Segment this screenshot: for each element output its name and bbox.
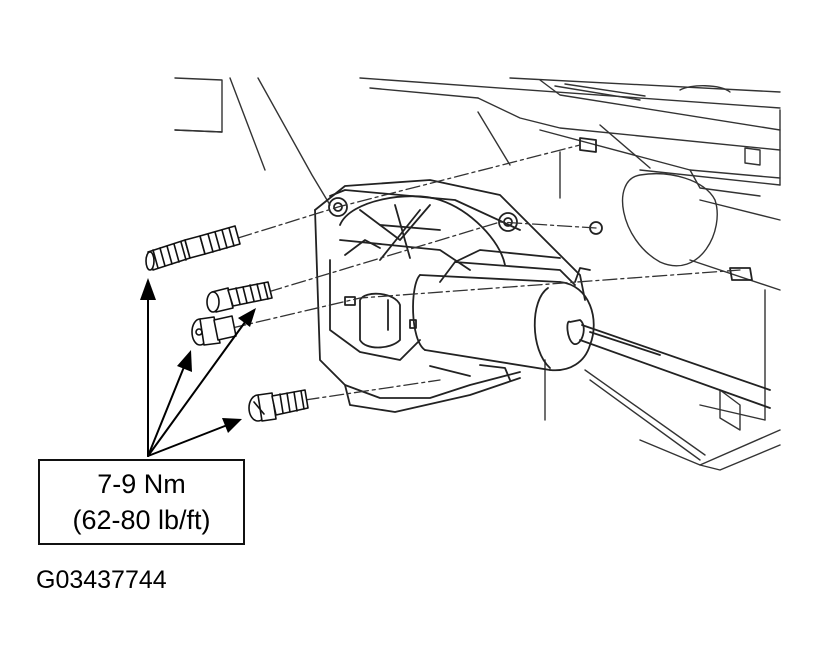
figure-id: G03437744 xyxy=(36,566,167,594)
arrowhead-stud xyxy=(140,278,156,300)
arrowheads xyxy=(140,278,256,433)
arrowhead-middle-bolt xyxy=(177,350,192,372)
torque-spec-callout: 7-9 Nm (62-80 lb/ft) xyxy=(38,459,245,545)
leader-arrows xyxy=(147,289,249,457)
arrowhead-lower-bolt xyxy=(222,418,242,433)
body-panel-outline xyxy=(174,77,781,471)
bolt-fastener-lower xyxy=(248,389,309,422)
bolt-fastener-upper xyxy=(206,281,273,313)
stud-fastener xyxy=(145,225,241,271)
alignment-lines xyxy=(231,144,741,401)
torque-imperial: (62-80 lb/ft) xyxy=(72,505,211,535)
arrowhead-upper-bolt xyxy=(238,308,256,327)
wiper-motor xyxy=(314,137,771,413)
torque-metric: 7-9 Nm xyxy=(97,469,186,499)
bolt-fastener-middle xyxy=(191,315,237,346)
